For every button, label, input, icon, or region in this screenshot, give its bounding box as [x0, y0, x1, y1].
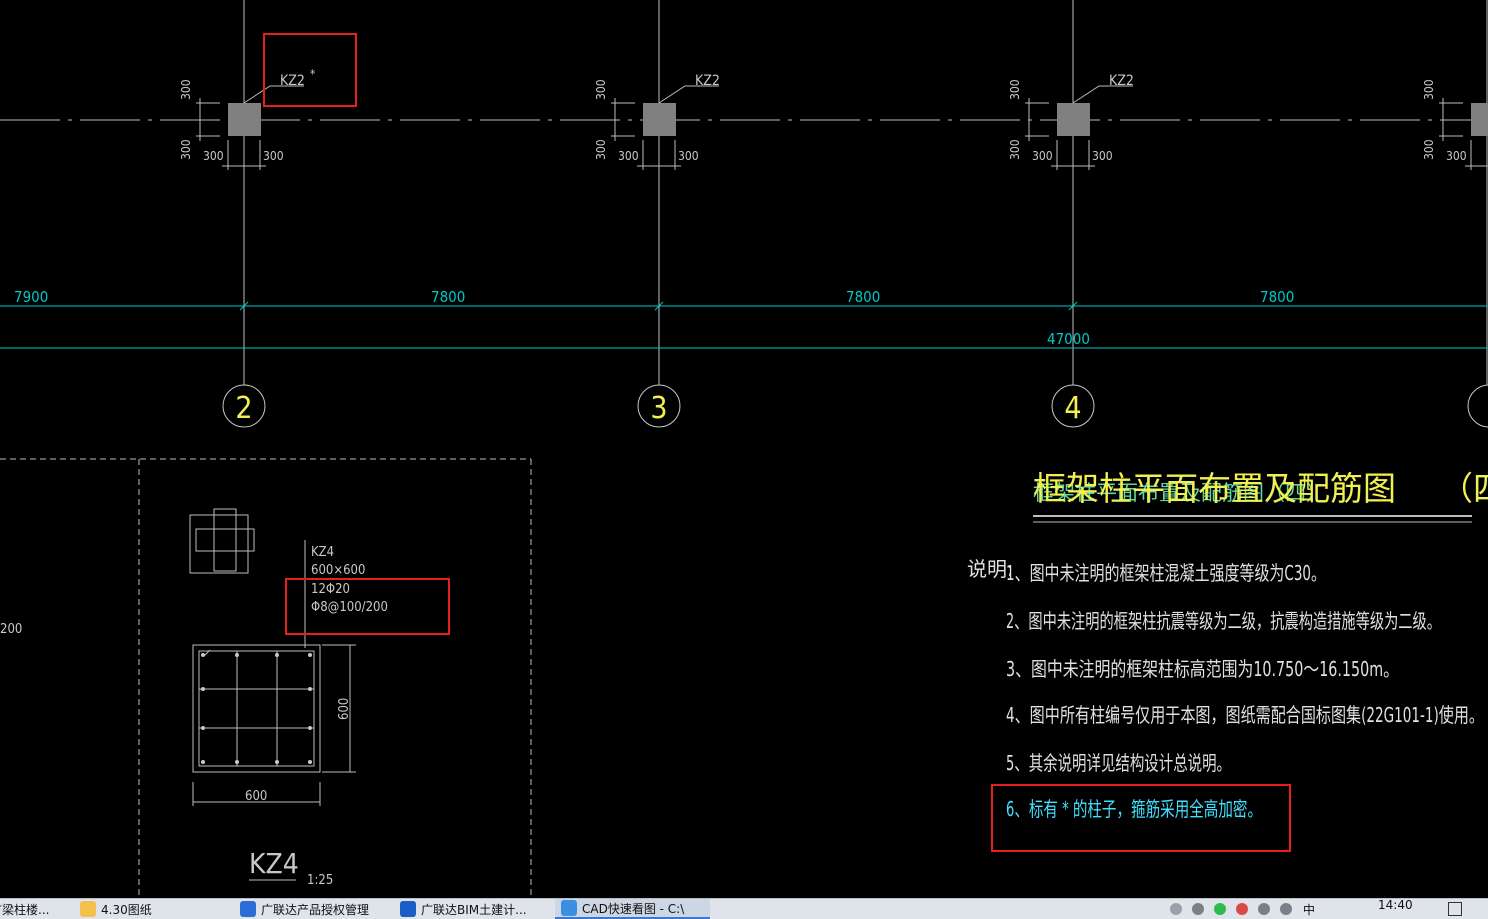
column-kz2-3[interactable] [1057, 103, 1090, 136]
dim-text: 300 [203, 149, 224, 163]
detail-frame [0, 458, 532, 898]
detail-stirrup: Φ8@100/200 [311, 600, 388, 615]
section-dim-right: 600 [337, 698, 352, 720]
dim-text: 300 [263, 149, 284, 163]
column-group-4[interactable]: 300 300 300 [1422, 79, 1488, 170]
span-dim-4: 7800 [1260, 288, 1294, 306]
axis-label: 3 [650, 391, 667, 426]
column-label: KZ2 [280, 73, 305, 89]
vertical-grid-lines [243, 0, 1488, 385]
detail-rebar: 12Φ20 [311, 582, 350, 597]
axis-bubble-3[interactable]: 3 [637, 384, 681, 428]
system-tray: 中 [1165, 899, 1315, 919]
span-dim-3: 7800 [846, 288, 880, 306]
dim-text: 300 [1422, 79, 1436, 100]
column-group-3[interactable]: KZ2 300 300 300 300 [1008, 73, 1134, 170]
dim-text: 300 [1422, 139, 1436, 160]
taskbar-item-label: 广联达产品授权管理 [261, 902, 370, 917]
cad-drawing-canvas[interactable]: KZ2 * 300 300 300 300 KZ2 300 300 300 30… [0, 0, 1488, 898]
note-4: 4、图中所有柱编号仅用于本图，图纸需配合国标图集(22G101-1)使用。 [1006, 703, 1484, 727]
cad-viewer-icon [561, 900, 577, 916]
clock[interactable]: 14:40 [1378, 899, 1413, 919]
glodon-bim-icon [400, 901, 416, 917]
taskbar-item-label: 有梁柱楼... [0, 902, 50, 917]
clock-time: 14:40 [1378, 898, 1413, 912]
dim-text: 300 [1032, 149, 1053, 163]
ime-indicator[interactable]: 中 [1303, 902, 1316, 917]
column-kz2-1[interactable] [228, 103, 261, 136]
wechat-icon[interactable] [1214, 903, 1226, 915]
detail-title: KZ4 [311, 545, 334, 560]
section-dim-bottom: 600 [245, 789, 267, 804]
axis-label: 4 [1064, 391, 1081, 426]
axis-label: 2 [235, 391, 252, 426]
highlight-box-note6 [991, 784, 1291, 852]
taskbar-item-1[interactable]: 有梁柱楼... [0, 899, 58, 919]
span-dim-2: 7800 [431, 288, 465, 306]
app-tray-icon[interactable] [1236, 903, 1248, 915]
key-plan-symbol [189, 508, 255, 574]
dimension-lines [0, 301, 1488, 349]
taskbar-item-2[interactable]: 4.30图纸 [80, 899, 220, 919]
taskbar-item-3[interactable]: 广联达产品授权管理 [240, 899, 390, 919]
axis-bubble-4[interactable]: 4 [1051, 384, 1095, 428]
volume-icon[interactable] [1280, 903, 1292, 915]
glodon-license-icon [240, 901, 256, 917]
drawing-title-suffix: （四 [1440, 469, 1488, 508]
star-mark: * [310, 67, 316, 81]
dim-text: 300 [618, 149, 639, 163]
drawing-title: 框架柱平面布置及配筋图 [1033, 469, 1396, 508]
section-dims [192, 644, 356, 806]
dim-text: 300 [594, 79, 608, 100]
axis-label: 5 [1486, 391, 1488, 426]
axis-bubble-2[interactable]: 2 [222, 384, 266, 428]
span-dim-1: 7900 [14, 288, 48, 306]
taskbar-item-label: 4.30图纸 [101, 902, 152, 917]
dim-text: 300 [179, 79, 193, 100]
dim-text: 300 [1008, 79, 1022, 100]
detail-size: 600×600 [311, 563, 365, 578]
taskbar-item-label: 广联达BIM土建计... [421, 902, 527, 917]
notification-icon[interactable] [1448, 899, 1462, 919]
axis-bubble-5[interactable]: 5 [1467, 384, 1488, 428]
column-label: KZ2 [695, 73, 720, 89]
dim-text: 300 [594, 139, 608, 160]
column-section-kz4[interactable] [192, 644, 321, 773]
dim-text: 300 [1092, 149, 1113, 163]
chevron-up-icon[interactable] [1170, 903, 1182, 915]
column-partial[interactable] [1471, 103, 1488, 136]
side-dim: 200 [0, 622, 22, 637]
windows-taskbar: 有梁柱楼... 4.30图纸 广联达产品授权管理 广联达BIM土建计... CA… [0, 898, 1488, 919]
total-dim: 47000 [1047, 330, 1090, 348]
column-group-1[interactable]: KZ2 * 300 300 300 300 [179, 67, 316, 170]
highlight-box-rebar [285, 578, 450, 635]
notes-label: 说明: [967, 557, 1013, 581]
taskbar-item-4[interactable]: 广联达BIM土建计... [400, 899, 545, 919]
column-group-2[interactable]: KZ2 300 300 300 300 [594, 73, 720, 170]
column-kz2-2[interactable] [643, 103, 676, 136]
dim-text: 300 [1446, 149, 1467, 163]
note-6: 6、标有 * 的柱子，箍筋采用全高加密。 [1006, 797, 1262, 821]
dim-text: 300 [179, 139, 193, 160]
taskbar-item-label: CAD快速看图 - C:\ [582, 901, 685, 916]
network-icon[interactable] [1192, 903, 1204, 915]
keyboard-icon[interactable] [1258, 903, 1270, 915]
drawing-title-overlap: 框架柱平面布置及配筋图（四） [1033, 481, 1327, 505]
dim-text: 300 [1008, 139, 1022, 160]
note-1: 1、图中未注明的框架柱混凝土强度等级为C30。 [1006, 561, 1326, 585]
folder-icon [80, 901, 96, 917]
taskbar-item-5[interactable]: CAD快速看图 - C:\ [555, 899, 710, 919]
note-5: 5、其余说明详见结构设计总说明。 [1006, 751, 1231, 775]
highlight-box-kz2-star [263, 33, 357, 107]
dim-text: 300 [678, 149, 699, 163]
section-caption: KZ4 [249, 847, 299, 880]
rebar-dots [201, 653, 312, 764]
note-2: 2、图中未注明的框架柱抗震等级为二级，抗震构造措施等级为二级。 [1006, 609, 1441, 633]
note-3: 3、图中未注明的框架柱标高范围为10.750～16.150m。 [1006, 657, 1399, 681]
column-label: KZ2 [1109, 73, 1134, 89]
section-scale: 1:25 [307, 873, 333, 888]
